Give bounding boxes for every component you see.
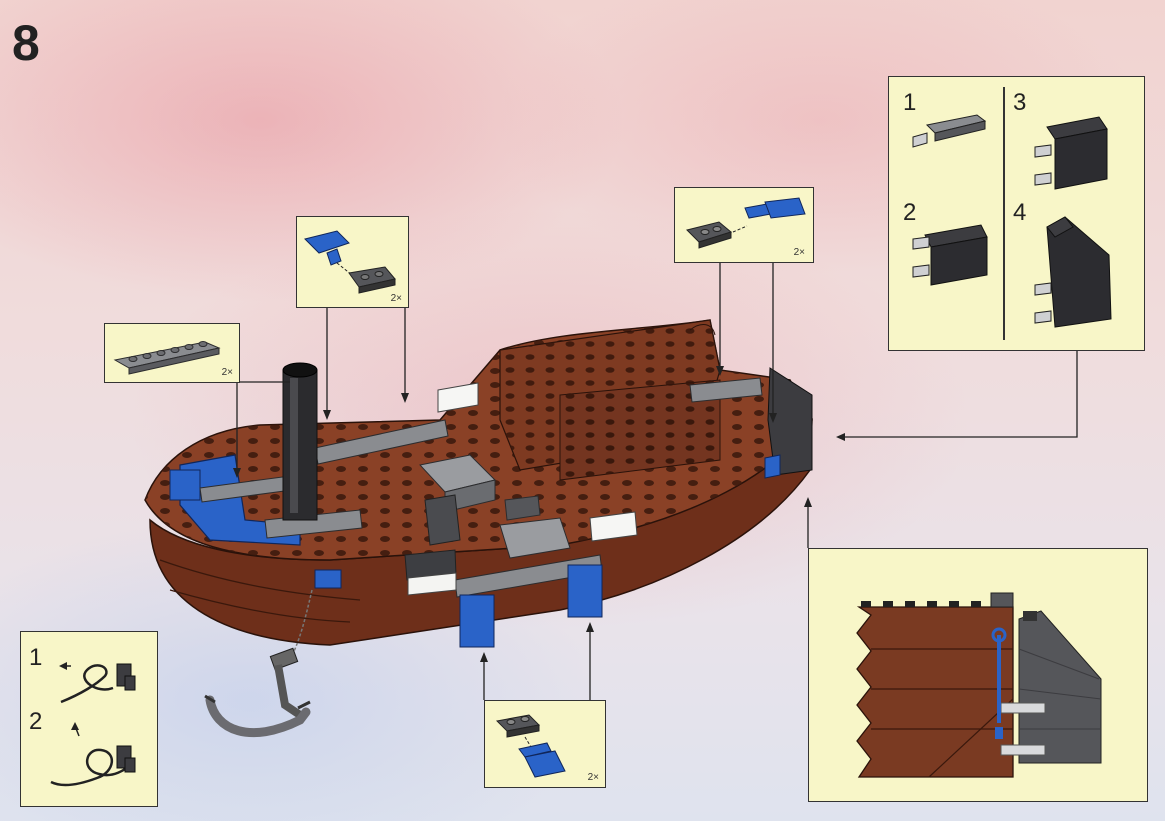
subassembly-parts bbox=[912, 114, 1112, 328]
quantity-label: 2× bbox=[390, 293, 402, 304]
step-number: 8 bbox=[12, 15, 40, 71]
rope-step-number-1: 1 bbox=[29, 644, 43, 671]
anchor bbox=[204, 589, 313, 738]
quantity-label: 2× bbox=[587, 772, 599, 783]
rope-step-number-2: 2 bbox=[29, 708, 43, 735]
callout-clip-plate-left: 2× bbox=[296, 216, 409, 308]
gray-rail-plates bbox=[199, 377, 763, 598]
long-plate-part bbox=[113, 341, 221, 375]
quantity-label: 2× bbox=[221, 367, 233, 378]
callout-clip-plate-bottom: 2× bbox=[484, 700, 606, 788]
substep-number-1: 1 bbox=[903, 89, 917, 116]
substep-number-2: 2 bbox=[903, 199, 917, 226]
clip-plate-part bbox=[304, 230, 396, 294]
substep-number-4: 4 bbox=[1013, 199, 1027, 226]
black-pipe bbox=[282, 362, 318, 521]
callout-clip-plate-right: 2× bbox=[674, 187, 814, 263]
deck-details bbox=[404, 367, 813, 596]
rope-knot-diagrams bbox=[50, 662, 136, 787]
quantity-label: 2× bbox=[793, 247, 805, 258]
substep-number-3: 3 bbox=[1013, 89, 1027, 116]
blue-hull-clips bbox=[314, 564, 603, 648]
leader-lines bbox=[236, 262, 1078, 700]
detail-panel-hull-attachment bbox=[808, 548, 1148, 802]
clip-plate-part bbox=[686, 197, 806, 249]
callout-long-plate: 2× bbox=[104, 323, 240, 383]
clip-plate-part bbox=[495, 714, 566, 778]
panel-divider bbox=[1003, 87, 1005, 340]
hull-attachment-detail bbox=[856, 592, 1102, 778]
arrowheads bbox=[233, 366, 845, 662]
subassembly-panel: 1 2 3 4 bbox=[888, 76, 1145, 351]
rope-instruction-panel: 1 2 bbox=[20, 631, 158, 807]
ship-hull bbox=[144, 319, 813, 646]
